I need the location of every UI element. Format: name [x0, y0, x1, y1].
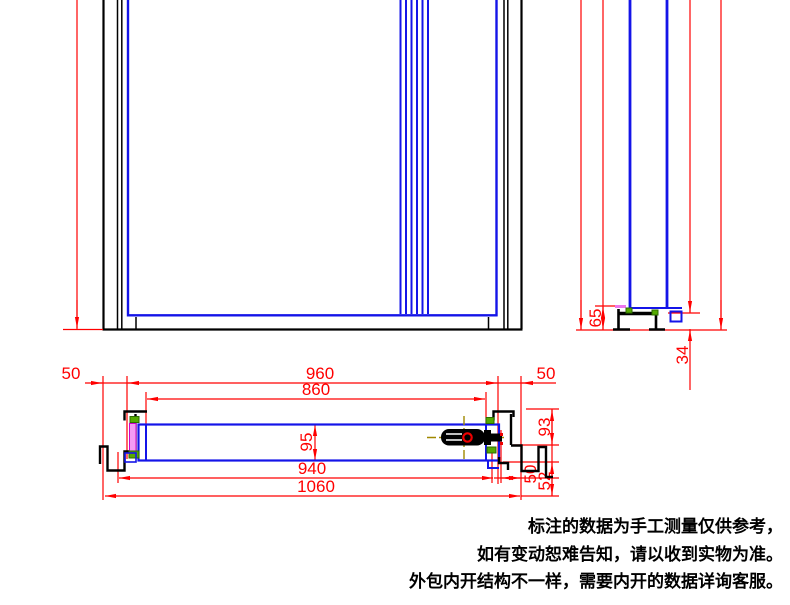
lock-faceplate	[484, 430, 491, 445]
dim-50-right-label: 50	[537, 364, 556, 383]
lock-cylinder-ring	[462, 432, 473, 443]
sill-profile-legs	[613, 309, 665, 331]
door-leaf-outline	[126, 0, 498, 317]
dim-52-label: 52	[535, 472, 554, 491]
hinge-blue-insert	[124, 452, 137, 463]
bottom-rail-ticks	[135, 317, 490, 329]
plan-extension-lines	[85, 376, 559, 500]
left-jamb-hook	[123, 410, 147, 421]
dim-860-label: 860	[302, 380, 330, 399]
dim-65-label: 65	[586, 309, 605, 328]
lock-seal-top	[485, 417, 495, 424]
hinge-seal-top	[129, 416, 140, 423]
dim-1060-label: 1060	[297, 477, 335, 496]
note-line-1: 标注的数据为手工测量仅供参考，	[528, 517, 783, 536]
right-jamb-hook	[492, 410, 515, 421]
hinge-gasket	[129, 423, 137, 453]
note-line-3: 外包内开结构不一样，需要内开的数据详询客服。	[409, 572, 783, 591]
side-extension-lines	[576, 0, 727, 390]
notes-block: 标注的数据为手工测量仅供参考， 如有变动恕难告知，请以收到实物为准。 外包内开结…	[409, 513, 783, 596]
leaf-groove-lines	[399, 0, 429, 314]
dim-95-label: 95	[297, 433, 316, 452]
door-slab-section	[137, 423, 501, 462]
lock-body-slots	[446, 433, 462, 441]
right-jamb-profile	[497, 414, 553, 479]
note-line-2: 如有变动恕难告知，请以收到实物为准。	[477, 544, 783, 564]
elevation-view	[63, 0, 523, 331]
plan-section-view: 50 960 50 860 940 1060 95 93 50 52	[62, 364, 559, 500]
dim-50-left-label: 50	[62, 364, 81, 383]
height-dimension-line	[63, 0, 103, 331]
door-outer-frame	[102, 0, 523, 331]
sill-seal-right	[651, 309, 659, 316]
lock-latch-bolt	[491, 433, 502, 442]
lock-seal-bottom	[486, 446, 497, 454]
leaf-section-lines	[628, 0, 669, 308]
latch-marker-bottom	[500, 442, 503, 445]
latch-marker-top	[500, 433, 503, 436]
dim-50-small-label: 50	[521, 465, 540, 484]
dim-960-label: 960	[306, 364, 334, 383]
dim-93-label: 93	[535, 418, 554, 437]
frame-inner-lines	[116, 0, 509, 329]
leaf-bottom-insert	[669, 310, 683, 323]
dim-34-label: 34	[673, 346, 692, 365]
sill-seal-left	[625, 307, 633, 314]
hinge-seal-bottom	[128, 450, 140, 459]
dim-940-label: 940	[298, 459, 326, 478]
side-section-view: 65 34	[576, 0, 727, 390]
